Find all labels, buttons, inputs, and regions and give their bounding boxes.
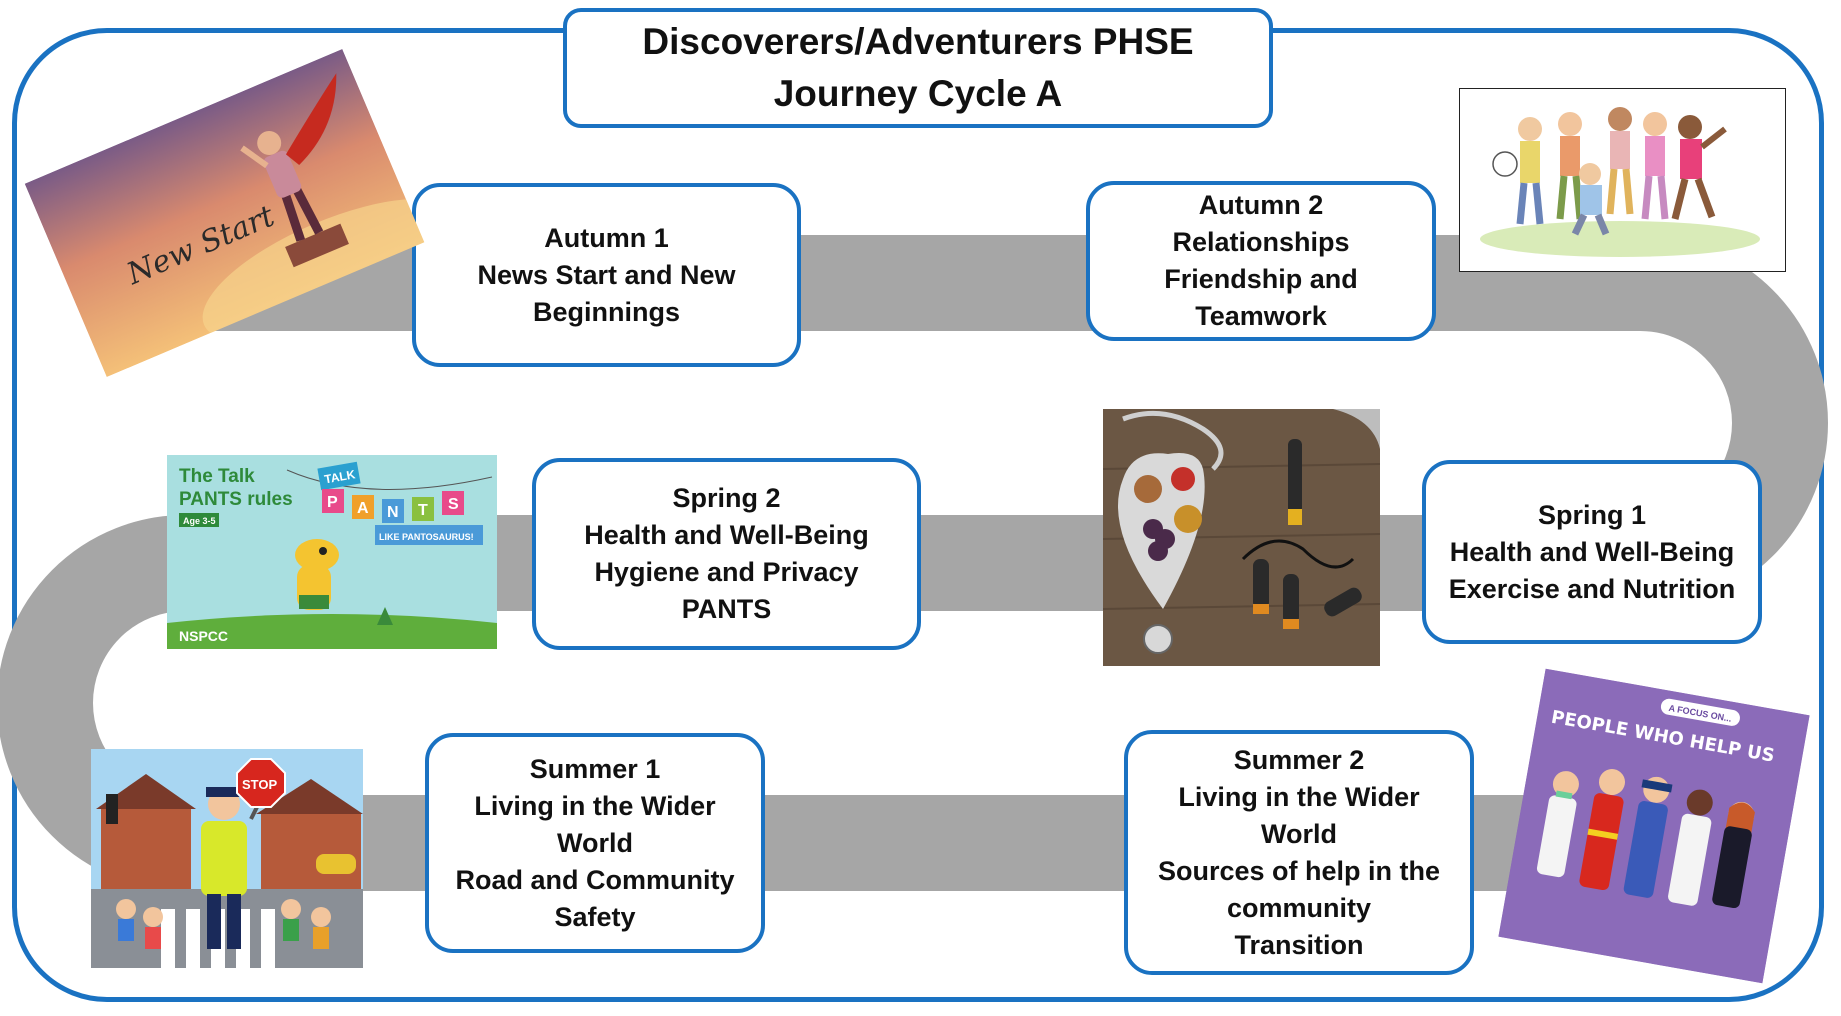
stage-text: Health and Well-Being <box>584 520 869 550</box>
stage-text: PANTS <box>681 594 772 624</box>
stage-card-autumn-1: Autumn 1 News Start and New Beginnings <box>412 183 801 367</box>
stage-term: Spring 1 <box>1537 499 1646 530</box>
pants-brand: NSPCC <box>179 628 228 644</box>
stage-text: Hygiene and Privacy <box>594 557 859 587</box>
health-fitness-image <box>1103 409 1380 666</box>
crossing-guard-image: STOP <box>91 749 363 968</box>
stage-text: Exercise and Nutrition <box>1448 573 1736 604</box>
pants-age: Age 3-5 <box>183 516 216 526</box>
stage-term: Summer 2 <box>1233 744 1365 775</box>
pants-letter-s: S <box>448 496 459 513</box>
stage-text: Transition <box>1234 929 1364 960</box>
stage-text: Road and Community <box>455 864 735 895</box>
pants-letter-a: A <box>357 500 369 517</box>
stage-text: Safety <box>554 901 636 932</box>
pants-title-2: PANTS rules <box>179 489 293 510</box>
stage-text: World <box>1261 818 1337 849</box>
title-line-1: Discoverers/Adventurers PHSE <box>642 21 1194 62</box>
stage-card-summer-2: Summer 2 Living in the Wider World Sourc… <box>1124 730 1474 975</box>
stage-text: News Start and New <box>477 259 736 290</box>
stage-card-spring-2: Spring 2 Health and Well-Being Hygiene a… <box>532 458 921 650</box>
stage-text: Friendship and <box>1164 264 1358 294</box>
stage-card-summer-1: Summer 1 Living in the Wider World Road … <box>425 733 765 953</box>
people-who-help-us-image: A FOCUS ON... PEOPLE WHO HELP US <box>1498 668 1810 984</box>
pants-tag-2: LIKE PANTOSAURUS! <box>379 532 474 542</box>
stage-card-spring-1: Spring 1 Health and Well-Being Exercise … <box>1422 460 1762 644</box>
stage-text: Relationships <box>1172 227 1350 257</box>
stage-term: Summer 1 <box>529 753 661 784</box>
stage-text: Health and Well-Being <box>1449 536 1735 567</box>
stage-text: Living in the Wider <box>1178 781 1420 812</box>
stage-term: Spring 2 <box>672 483 781 513</box>
pants-letter-p: P <box>327 494 338 511</box>
stage-text: Sources of help in the <box>1157 855 1441 886</box>
stage-text: Beginnings <box>533 296 680 327</box>
pants-letter-t: T <box>418 502 428 519</box>
new-start-image: New Start <box>24 48 425 378</box>
title-line-2: Journey Cycle A <box>773 73 1063 114</box>
stage-term: Autumn 1 <box>544 222 669 253</box>
children-playing-image <box>1459 88 1786 272</box>
stage-text: community <box>1226 892 1372 923</box>
pants-title-1: The Talk <box>179 466 255 487</box>
stage-term: Autumn 2 <box>1198 190 1324 220</box>
stop-sign-text: STOP <box>242 777 277 792</box>
pants-letter-n: N <box>387 504 399 521</box>
pants-tag-1: TALK <box>323 467 356 486</box>
pants-rules-image: The Talk PANTS rules Age 3-5 TALK P A N … <box>167 455 497 649</box>
stage-card-autumn-2: Autumn 2 Relationships Friendship and Te… <box>1086 181 1436 341</box>
stage-text: Teamwork <box>1195 301 1327 331</box>
stage-text: World <box>557 827 633 858</box>
title-box: Discoverers/Adventurers PHSE Journey Cyc… <box>563 8 1273 128</box>
stage-text: Living in the Wider <box>474 790 716 821</box>
